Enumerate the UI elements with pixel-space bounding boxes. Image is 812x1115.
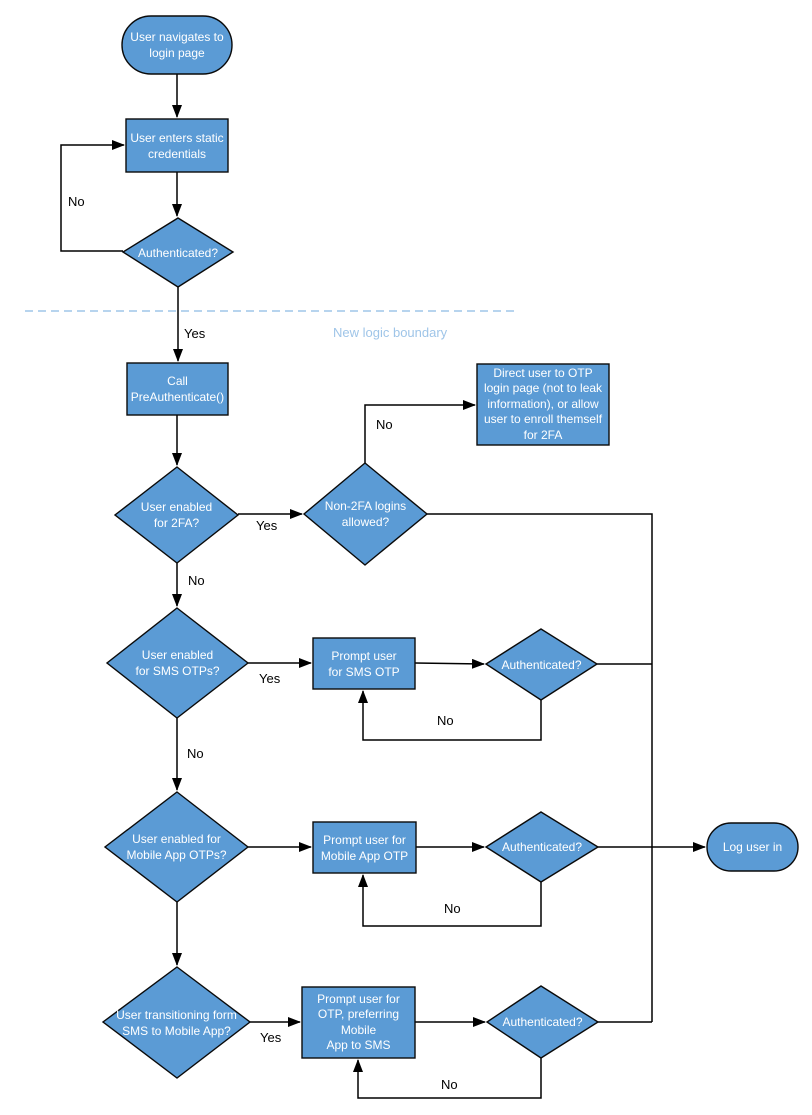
node-start-shape <box>121 15 233 75</box>
logic-boundary-label: New logic boundary <box>333 325 448 340</box>
edge-promptsms-to-auth2 <box>414 658 485 669</box>
edge-label-non2fa-no: No <box>376 417 393 432</box>
edge-label-auth3-loop-no: No <box>444 901 461 916</box>
node-prompt-sms-shape <box>312 637 416 690</box>
edge-auth1-no-loop <box>60 140 125 252</box>
edge-label-auth2-loop-no: No <box>437 713 454 728</box>
edge-label-auth4-loop-no: No <box>441 1077 458 1092</box>
edge-label-auth1-yes: Yes <box>184 326 206 341</box>
node-prompt-mobile-shape <box>312 821 417 874</box>
edge-auth4-no-loop <box>353 1058 542 1099</box>
node-prompt-otp-preferring-shape <box>301 986 416 1059</box>
node-authenticated4-shape <box>485 985 600 1059</box>
node-enabled-mobile-shape <box>103 791 250 903</box>
node-enabled-sms-shape <box>105 607 250 719</box>
edge-label-sms-no: No <box>187 746 204 761</box>
edge-label-2fa-yes: Yes <box>256 518 278 533</box>
node-authenticated1-shape <box>121 217 235 288</box>
node-authenticated2-shape <box>484 628 599 701</box>
edge-label-transition-yes: Yes <box>260 1030 282 1045</box>
node-non-2fa-allowed-shape <box>302 462 429 566</box>
edge-non2fa-to-login-rail <box>427 513 653 1022</box>
node-log-user-in-shape <box>706 822 799 872</box>
node-transitioning-shape <box>101 966 252 1079</box>
edge-label-2fa-no: No <box>188 573 205 588</box>
node-authenticated3-shape <box>484 811 600 883</box>
edge-label-auth1-retry-no: No <box>68 194 85 209</box>
node-enter-credentials-shape <box>125 118 229 173</box>
edge-auth3-no-loop <box>358 874 542 927</box>
node-direct-user-otp-shape <box>476 363 610 446</box>
node-call-preauthenticate-shape <box>126 362 229 416</box>
edge-auth2-no-loop <box>358 690 542 741</box>
edge-non2fa-no-to-direct <box>364 400 476 463</box>
node-enabled-2fa-shape <box>113 466 240 564</box>
edge-label-sms-yes: Yes <box>259 671 281 686</box>
